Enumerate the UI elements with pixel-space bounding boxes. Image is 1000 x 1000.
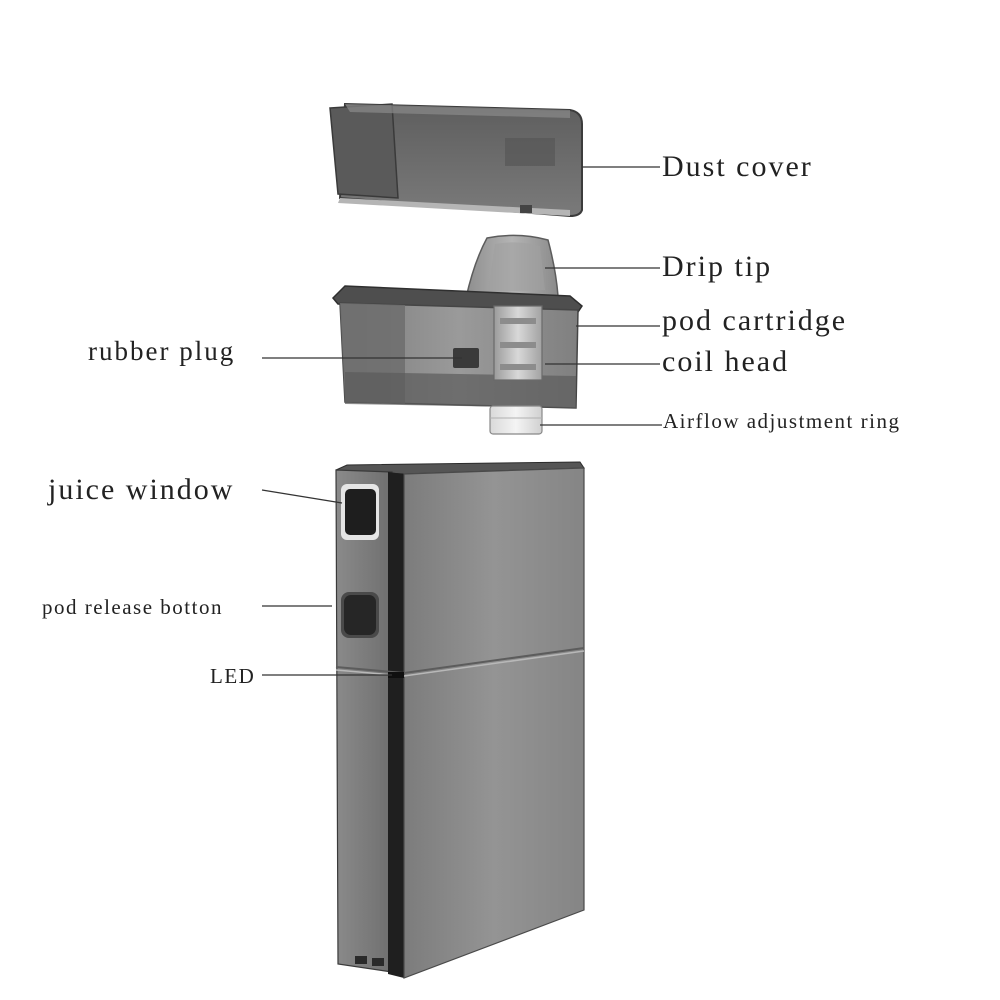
label-juice-window: juice window bbox=[47, 473, 234, 506]
label-coil-head: coil head bbox=[662, 345, 789, 378]
airflow-adjustment-ring bbox=[489, 405, 543, 435]
led-indicator bbox=[388, 672, 404, 678]
label-led: LED bbox=[210, 664, 255, 688]
leader-lines bbox=[261, 166, 662, 676]
pod-cartridge bbox=[331, 234, 583, 435]
pod-release-button bbox=[341, 592, 379, 638]
dust-cover bbox=[329, 102, 583, 218]
juice-window bbox=[341, 484, 379, 540]
label-drip-tip: Drip tip bbox=[662, 250, 772, 283]
label-airflow-adjustment-ring: Airflow adjustment ring bbox=[663, 409, 900, 433]
leader-juice-window bbox=[261, 489, 343, 504]
battery-body bbox=[335, 461, 585, 979]
labels: Dust cover Drip tip pod cartridge coil h… bbox=[42, 150, 900, 688]
label-pod-cartridge: pod cartridge bbox=[662, 304, 847, 337]
label-rubber-plug: rubber plug bbox=[88, 336, 235, 366]
label-pod-release-button: pod release botton bbox=[42, 595, 223, 619]
label-dust-cover: Dust cover bbox=[662, 150, 813, 183]
rubber-plug bbox=[453, 348, 479, 368]
drip-tip bbox=[465, 234, 559, 299]
coil-head bbox=[493, 305, 543, 381]
